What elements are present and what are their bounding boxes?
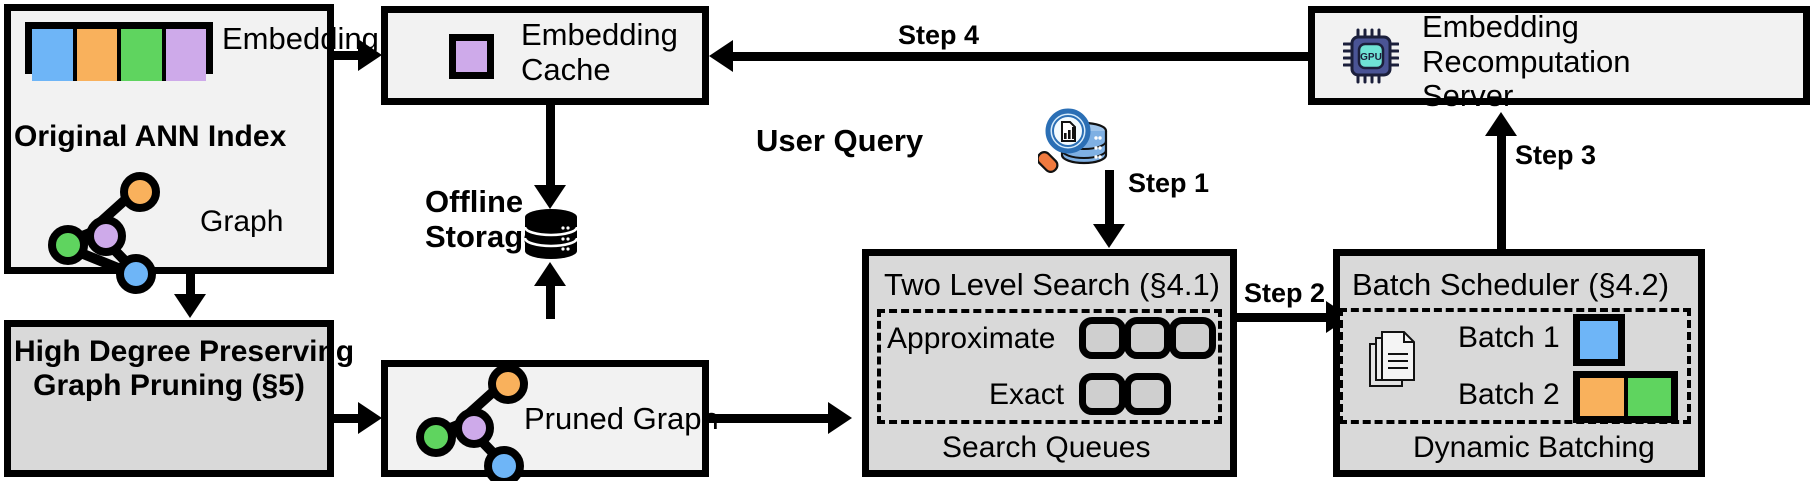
gpu-icon: GPU [1343,28,1399,84]
user-query-label: User Query [756,123,924,158]
dynamic-batching-footer: Dynamic Batching [1413,431,1655,464]
batch-2-chip-orange [1580,378,1628,416]
exact-row-label: Exact [989,378,1065,411]
step-3-label: Step 3 [1515,140,1597,170]
step-4-arrowhead [709,40,733,72]
graph-pruning-box [4,320,334,477]
pruned-graph-label: Pruned Graph [524,401,719,436]
arrow-cache-to-storage-line [546,105,555,189]
graph-label: Graph [200,205,284,238]
embedding-cache-chip-icon [449,34,494,79]
embedding-swatch-strip [25,22,213,81]
search-queues-dashed-region [877,309,1222,424]
arrow-prunedgraph-to-search-head [828,402,852,434]
batch-2-chip-strip [1573,371,1678,423]
batch-2-chip-green [1627,378,1671,416]
embedding-cache-title: Embedding Cache [521,17,678,87]
step-2-line [1237,313,1332,322]
batch-scheduler-title: Batch Scheduler (§4.2) [1352,267,1670,302]
original-ann-index-title: Original ANN Index [14,120,287,153]
arrow-index-to-pruning-line [186,274,195,298]
step-2-label: Step 2 [1244,278,1326,308]
step-3-line [1497,135,1506,250]
arrow-index-to-cache-head [358,39,382,71]
documents-icon [1368,330,1420,392]
user-query-search-db-icon [1038,103,1110,175]
recomputation-server-box [1308,6,1810,105]
pruned-node-green [416,417,456,457]
arrow-pruning-to-prunedgraph-line [334,414,366,423]
embedding-cache-box [381,6,709,105]
arrow-cache-to-storage-head [534,185,566,209]
graph-node-purple [86,216,126,256]
arrow-index-to-pruning-head [174,294,206,318]
embedding-swatch-green [121,29,166,81]
embedding-swatch-purple [165,29,206,81]
arrow-prunedgraph-to-storage-head [534,262,566,286]
batch-1-chip-blue [1573,314,1625,366]
pruned-graph [408,362,538,481]
pruned-node-blue [484,446,524,481]
recomputation-server-title: Embedding Recomputation Server [1422,9,1631,114]
offline-storage-label: Offline Storage [425,184,541,254]
batch-1-label: Batch 1 [1458,321,1560,354]
two-level-search-box [862,249,1237,477]
arrow-prunedgraph-to-search-line [709,414,831,423]
exact-slot-2 [1124,373,1171,415]
approximate-row-label: Approximate [887,322,1056,355]
graph-pruning-title: High Degree Preserving Graph Pruning (§5… [14,335,355,402]
arrow-index-to-cache-line [334,51,366,60]
exact-slot-1 [1079,373,1126,415]
svg-text:GPU: GPU [1360,52,1382,63]
step-4-line [733,52,1311,61]
approximate-slot-1 [1079,317,1126,359]
step-3-arrowhead [1485,112,1517,136]
approximate-slot-3 [1169,317,1216,359]
graph-node-blue [116,254,156,294]
arrow-prunedgraph-to-storage-line [546,284,555,319]
pruned-node-purple [454,408,494,448]
step-4-label: Step 4 [898,20,980,50]
pruned-node-orange [488,364,528,404]
step-1-arrowhead [1093,224,1125,248]
graph-node-green [48,225,88,265]
embedding-swatch-blue [32,29,77,81]
arrow-pruning-to-prunedgraph-head [358,402,382,434]
offline-storage-db-icon [523,208,579,260]
approximate-slot-2 [1124,317,1171,359]
embedding-label: Embedding [222,21,379,56]
original-graph [40,168,170,294]
dynamic-batching-dashed-region [1339,308,1691,424]
step-1-label: Step 1 [1128,168,1210,198]
step-1-line [1105,170,1114,230]
graph-node-orange [120,172,160,212]
two-level-search-title: Two Level Search (§4.1) [884,267,1221,302]
search-queues-footer: Search Queues [942,431,1151,464]
batch-2-label: Batch 2 [1458,378,1560,411]
embedding-swatch-orange [76,29,121,81]
